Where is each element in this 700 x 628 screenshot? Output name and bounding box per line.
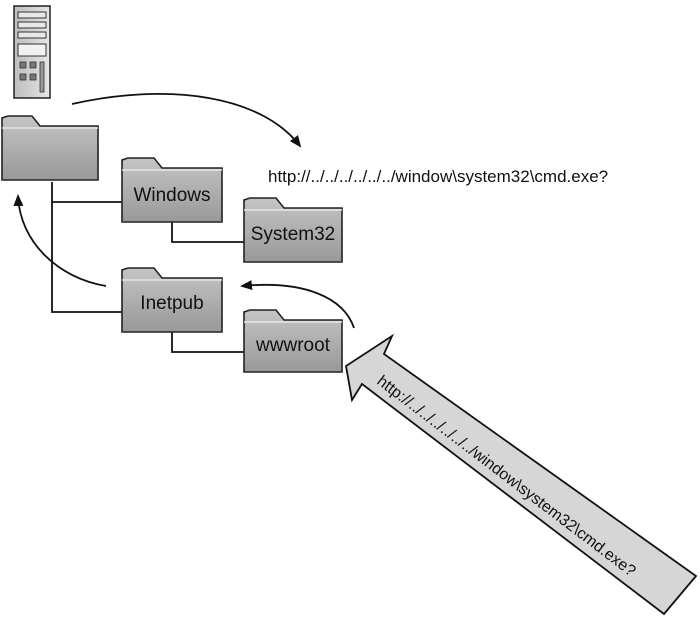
- folder-icon: [243, 197, 343, 263]
- server-icon: [13, 5, 51, 99]
- arrow-icon: [345, 333, 698, 616]
- request-url: http://../../../../../../window\system32…: [268, 167, 608, 186]
- attack-url: http://../../../../../../window\system32…: [374, 373, 639, 581]
- arrow-icon: [13, 93, 355, 329]
- folder-icon: [121, 157, 223, 223]
- folder-wwwroot-label: wwwroot: [255, 335, 331, 356]
- folder-system32-label: System32: [251, 224, 335, 245]
- folder-icon: [1, 115, 99, 181]
- folder-windows-label: Windows: [133, 185, 210, 206]
- folder-icon: [121, 267, 223, 333]
- folder-inetpub-label: Inetpub: [140, 293, 203, 314]
- tree-connectors: [51, 182, 244, 353]
- folder-icon: [243, 309, 343, 373]
